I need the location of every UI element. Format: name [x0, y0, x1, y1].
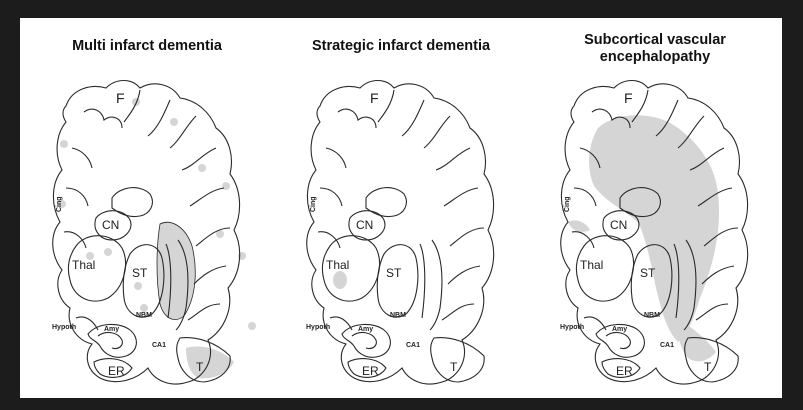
striatum-outline — [377, 245, 418, 318]
label-striatum: ST — [386, 266, 401, 280]
label-frontal: F — [370, 90, 379, 106]
microinfarct-dot — [248, 322, 256, 330]
panel-multi-infarct: Multi infarct dementia FCNThalSTNBMHypot… — [20, 18, 274, 398]
gyrus-line — [402, 100, 424, 136]
microinfarct-dot — [104, 248, 112, 256]
hippocampus-coil — [352, 333, 376, 349]
gyrus-line — [450, 228, 484, 246]
temporal-lobe-outline — [431, 338, 485, 382]
label-caudate-nucleus: CN — [356, 218, 373, 232]
label-hypothalamus: Hypoth — [52, 324, 76, 331]
label-hypothalamus: Hypoth — [306, 324, 330, 331]
cortex-outline — [307, 81, 494, 385]
gyrus-line — [448, 266, 480, 284]
gyrus-line — [188, 304, 220, 320]
gyrus-line — [442, 304, 474, 320]
label-temporal: T — [196, 360, 203, 374]
label-hypothalamus: Hypoth — [560, 324, 584, 331]
ventricle-outline — [366, 188, 406, 217]
microinfarct-dot — [222, 182, 230, 190]
label-ca1: CA1 — [406, 342, 420, 349]
label-caudate-nucleus: CN — [102, 218, 119, 232]
gyrus-line — [84, 109, 122, 128]
gyrus-line — [320, 188, 342, 206]
label-thalamus: Thal — [580, 258, 603, 272]
gyrus-line — [424, 116, 450, 148]
label-nbm: NBM — [390, 312, 406, 319]
label-entorhinal: ER — [108, 364, 125, 378]
microinfarct-dot — [134, 282, 142, 290]
external-capsule-line — [420, 244, 425, 318]
microinfarct-dot — [140, 304, 148, 312]
label-thalamus: Thal — [326, 258, 349, 272]
label-ca1: CA1 — [660, 342, 674, 349]
microinfarct-dot — [132, 98, 140, 106]
label-cingulate: Cing — [310, 196, 317, 212]
gyrus-line — [190, 188, 224, 206]
territorial-infarct — [157, 222, 195, 319]
microinfarct-dot — [198, 164, 206, 172]
label-cingulate: Cing — [564, 196, 571, 212]
label-amygdala: Amy — [612, 326, 627, 333]
label-thalamus: Thal — [72, 258, 95, 272]
gyrus-line — [124, 90, 140, 122]
white-matter-lesion — [589, 115, 719, 342]
label-temporal: T — [704, 360, 711, 374]
gyrus-line — [338, 109, 376, 128]
thalamic-infarct — [333, 271, 347, 289]
gyrus-line — [326, 148, 346, 168]
label-caudate-nucleus: CN — [610, 218, 627, 232]
panel-strategic-infarct: Strategic infarct dementia FCNThalSTNBMH… — [274, 18, 528, 398]
microinfarct-dot — [170, 118, 178, 126]
gyrus-line — [696, 304, 728, 320]
label-entorhinal: ER — [362, 364, 379, 378]
cingulate-lesion — [568, 220, 590, 232]
hippocampus-coil — [606, 333, 630, 349]
gyrus-line — [378, 90, 394, 122]
insula-line — [430, 240, 442, 330]
figure-canvas: Multi infarct dementia FCNThalSTNBMHypot… — [20, 18, 782, 398]
label-entorhinal: ER — [616, 364, 633, 378]
label-cingulate: Cing — [56, 196, 63, 212]
gyrus-line — [194, 266, 226, 284]
gyrus-line — [196, 228, 230, 246]
label-frontal: F — [116, 90, 125, 106]
label-ca1: CA1 — [152, 342, 166, 349]
label-amygdala: Amy — [104, 326, 119, 333]
label-nbm: NBM — [644, 312, 660, 319]
gyrus-line — [444, 188, 478, 206]
gyrus-line — [148, 100, 170, 136]
hippocampus-coil — [98, 333, 122, 349]
temporal-infarct — [186, 347, 234, 379]
cortex-outline — [53, 81, 240, 385]
gyrus-line — [574, 188, 596, 206]
ventricle-outline — [112, 188, 152, 217]
microinfarct-dot — [60, 140, 68, 148]
label-nbm: NBM — [136, 312, 152, 319]
gyrus-line — [66, 188, 88, 206]
label-amygdala: Amy — [358, 326, 373, 333]
label-striatum: ST — [640, 266, 655, 280]
label-frontal: F — [624, 90, 633, 106]
panel-subcortical-vascular: Subcortical vascular encephalopathy FCNT… — [528, 18, 782, 398]
gyrus-line — [72, 148, 92, 168]
label-striatum: ST — [132, 266, 147, 280]
label-temporal: T — [450, 360, 457, 374]
gyrus-line — [436, 148, 470, 170]
